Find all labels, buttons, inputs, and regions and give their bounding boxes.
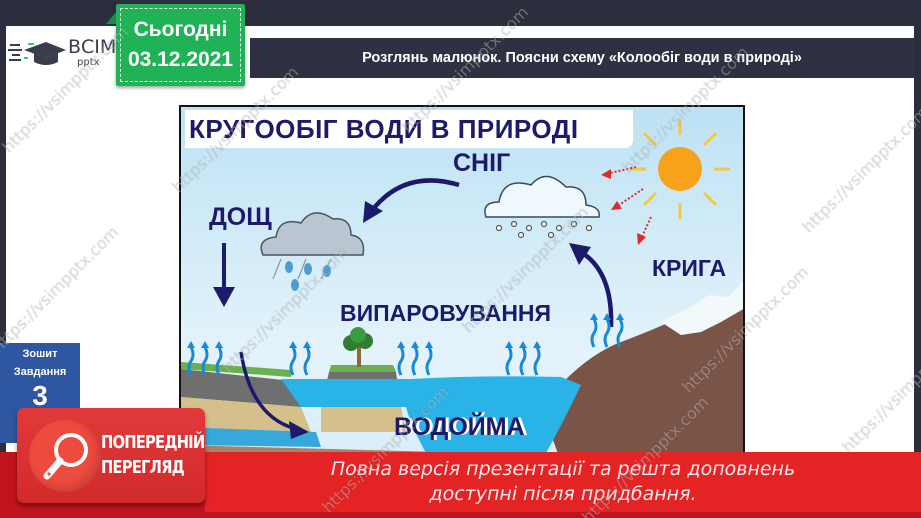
diagram-title: КРУГООБІГ ВОДИ В ПРИРОДІ	[189, 113, 579, 144]
date-label: Сьогодні	[133, 18, 228, 41]
preview-line-1: ПОПЕРЕДНІЙ	[101, 432, 205, 453]
preview-line-2: ПЕРЕГЛЯД	[101, 457, 185, 478]
graduation-cap-icon	[8, 42, 66, 65]
label-snow: СНІГ	[453, 149, 511, 177]
label-rain: ДОЩ	[209, 203, 272, 231]
date-value: 03.12.2021	[127, 48, 234, 71]
vsim-logo: ВСІМ pptx	[8, 34, 118, 70]
sun-icon	[630, 119, 730, 219]
task-title: Розглянь малюнок. Поясни схему «Колообіг…	[362, 50, 802, 66]
logo-subtext: pptx	[77, 57, 100, 68]
notice-line-2: доступні після придбання.	[429, 483, 697, 505]
water-cycle-illustration	[181, 119, 743, 458]
notice-line-1: Повна версія презентації та решта доповн…	[330, 458, 796, 480]
purchase-notice: Повна версія презентації та решта доповн…	[205, 452, 921, 512]
palm-tree-icon	[343, 327, 373, 367]
preview-label: ПОПЕРЕДНІЙ ПЕРЕГЛЯД	[101, 430, 205, 480]
water-cycle-diagram: КРУГООБІГ ВОДИ В ПРИРОДІ СНІГ ДОЩ КРИГА …	[179, 105, 745, 460]
label-water-body: ВОДОЙМА	[394, 413, 525, 441]
magnifier-icon	[29, 420, 101, 492]
task-number: 3	[32, 380, 48, 411]
label-ice: КРИГА	[652, 255, 727, 281]
logo-text: ВСІМ	[68, 36, 117, 58]
date-badge: Сьогодні 03.12.2021	[106, 4, 245, 86]
diagram-title-box: КРУГООБІГ ВОДИ В ПРИРОДІ	[185, 110, 633, 148]
preview-badge[interactable]: ПОПЕРЕДНІЙ ПЕРЕГЛЯД	[17, 408, 205, 503]
label-evaporation: ВИПАРОВУВАННЯ	[340, 300, 552, 326]
task-label: Завдання	[13, 366, 67, 378]
notebook-label: Зошит	[22, 348, 58, 360]
task-title-bar: Розглянь малюнок. Поясни схему «Колообіг…	[250, 38, 914, 78]
